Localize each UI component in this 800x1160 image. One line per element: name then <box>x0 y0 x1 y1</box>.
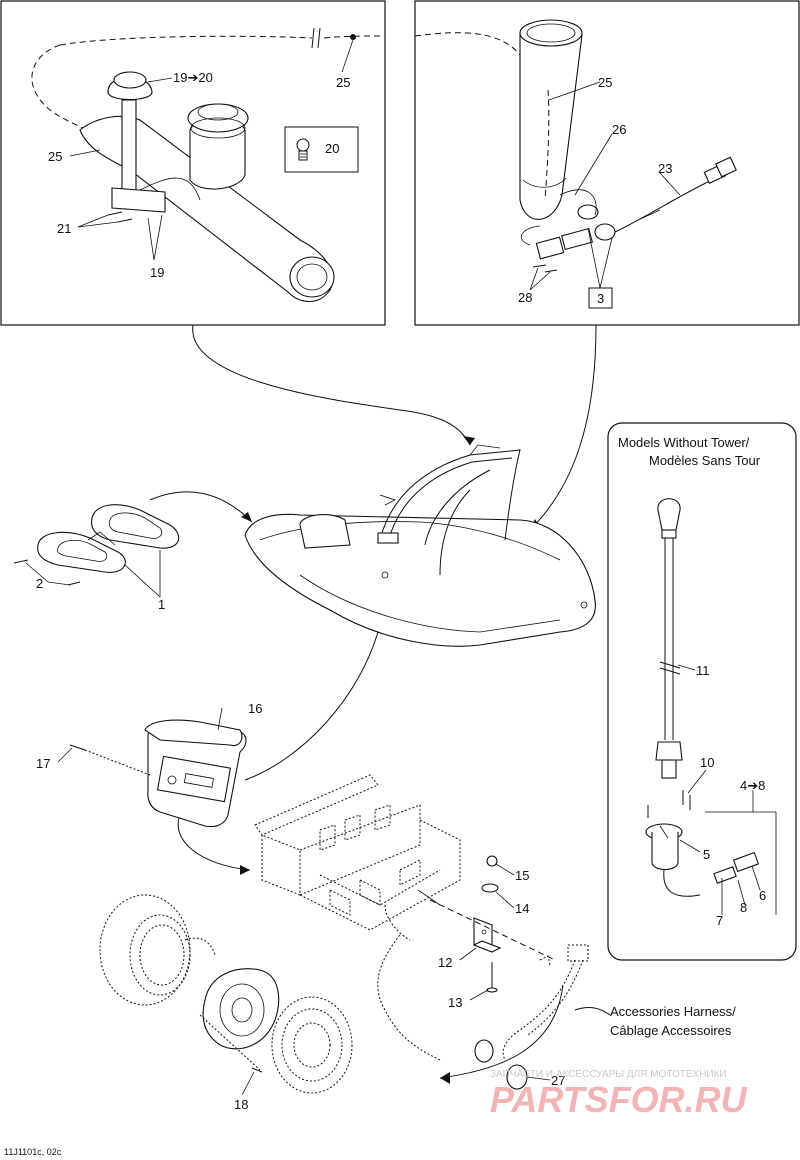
bulb-detail-box: 20 <box>284 126 359 173</box>
watermark-subtitle: ЗАПЧАСТИ И АКСЕССУАРЫ ДЛЯ МОТОТЕХНИКИ <box>490 1069 727 1080</box>
callout-3: 3 <box>597 291 604 306</box>
pole-light-11 <box>655 498 683 779</box>
wire-break-symbol <box>311 27 321 49</box>
callout-25-top: 25 <box>336 75 350 90</box>
models-label-line-1: Models Without Tower/ <box>618 435 750 450</box>
screw-28 <box>532 264 558 273</box>
callout-16: 16 <box>248 701 262 716</box>
figure-code: 11J1101c, 02c <box>4 1147 62 1157</box>
speaker-flange-assembly: 2 1 <box>13 504 180 612</box>
stereo-housing <box>254 774 461 941</box>
callout-20-bulb: 20 <box>325 141 339 156</box>
harness-label-line-1: Accessories Harness/ <box>610 1004 736 1019</box>
callout-11: 11 <box>696 663 710 678</box>
nav-light-pole <box>107 71 201 213</box>
callout-6: 6 <box>759 888 766 903</box>
callout-27: 27 <box>551 1073 565 1088</box>
callout-10: 10 <box>700 755 714 770</box>
callout-18: 18 <box>234 1097 248 1112</box>
callout-21: 21 <box>57 221 71 236</box>
bracket-hardware: 15 14 12 13 <box>417 855 556 1010</box>
speaker-assembly: 18 <box>99 894 353 1112</box>
tower-harness-inset-panel: 25 26 23 3 28 <box>414 0 800 326</box>
callout-3-box <box>588 287 613 309</box>
callout-8: 8 <box>740 900 747 915</box>
watermark: ЗАПЧАСТИ И АКСЕССУАРЫ ДЛЯ МОТОТЕХНИКИ PA… <box>490 1069 748 1120</box>
tower-tube <box>79 103 335 303</box>
callout-25-right: 25 <box>598 75 612 90</box>
accessories-harness: 27 Accessories Harness/ Câblage Accessoi… <box>377 934 736 1090</box>
callout-1: 1 <box>158 597 165 612</box>
watermark-brand: PARTSFOR.RU <box>490 1079 748 1120</box>
callout-15: 15 <box>515 868 529 883</box>
callout-7: 7 <box>716 913 723 928</box>
callout-19-20: 19➔20 <box>173 70 213 85</box>
callout-17: 17 <box>36 756 50 771</box>
models-label-line-2: Modèles Sans Tour <box>649 453 761 468</box>
tower-post <box>519 19 583 220</box>
callout-25-left: 25 <box>48 149 62 164</box>
callout-19: 19 <box>150 265 164 280</box>
callout-14: 14 <box>515 901 529 916</box>
callout-5: 5 <box>703 847 710 862</box>
bulb-icon <box>296 138 310 161</box>
callout-26: 26 <box>612 122 626 137</box>
harness-23 <box>614 156 737 233</box>
stereo-with-cover: 16 17 <box>36 701 262 828</box>
callout-2: 2 <box>36 576 43 591</box>
callout-12: 12 <box>438 955 452 970</box>
tower-light-inset-panel: 20 19➔20 25 25 21 19 <box>0 0 386 326</box>
callout-4-8: 4➔8 <box>740 778 765 793</box>
screws-21 <box>107 211 133 223</box>
harness-label-line-2: Câblage Accessoires <box>610 1023 732 1038</box>
base-and-connectors <box>645 790 760 897</box>
models-without-tower-panel: Models Without Tower/ Modèles Sans Tour <box>607 422 797 961</box>
callout-13: 13 <box>448 995 462 1010</box>
callout-28: 28 <box>518 290 532 305</box>
connector-3 <box>535 204 616 260</box>
callout-23: 23 <box>658 161 672 176</box>
boat-illustration <box>244 444 596 647</box>
